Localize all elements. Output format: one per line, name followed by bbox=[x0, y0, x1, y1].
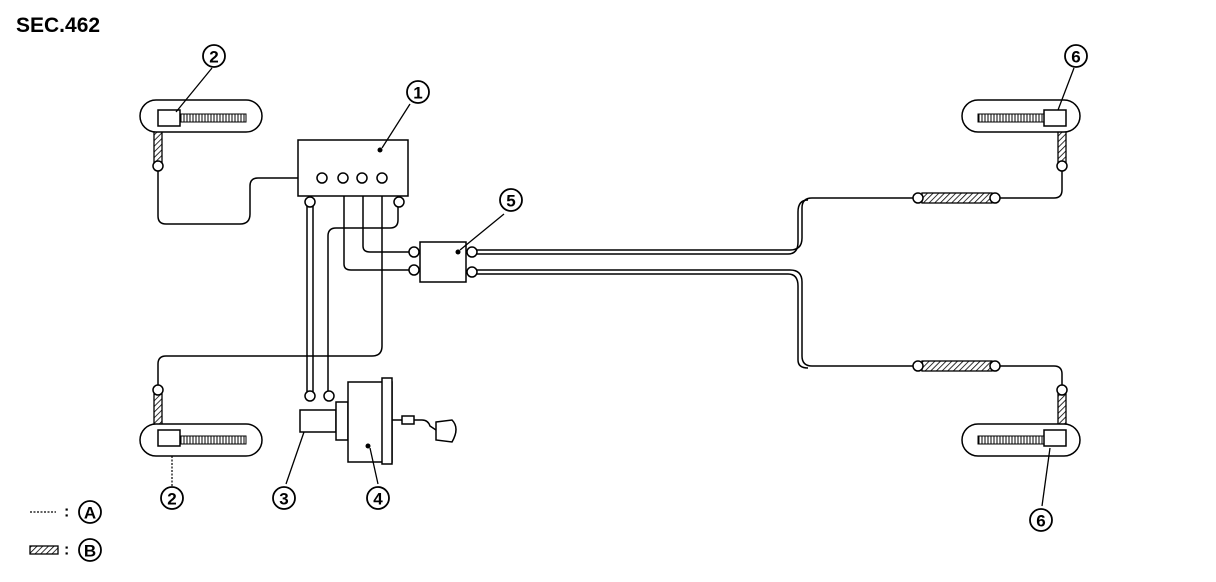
hose-rear-upper bbox=[921, 192, 993, 204]
section-code: SEC.462 bbox=[16, 14, 101, 37]
front-brake-upper bbox=[139, 99, 263, 133]
callout-3: 3 bbox=[272, 486, 296, 510]
callout-5: 5 bbox=[499, 188, 523, 212]
legend: : A : B bbox=[29, 500, 102, 562]
callout-4: 4 bbox=[366, 486, 390, 510]
callout-1-label: 1 bbox=[413, 84, 422, 103]
legend-item-b: : B bbox=[29, 538, 102, 562]
callout-leaders bbox=[171, 67, 1075, 507]
rear-brake-lower bbox=[961, 423, 1081, 457]
callout-4-label: 4 bbox=[373, 490, 383, 509]
legend-hose-symbol bbox=[29, 545, 59, 555]
legend-b-letter: B bbox=[84, 542, 96, 561]
abs-actuator-unit bbox=[297, 139, 409, 197]
hose-front-left-bottom bbox=[153, 393, 163, 429]
legend-a-separator: : bbox=[64, 504, 69, 521]
callout-6-bottom: 6 bbox=[1029, 508, 1053, 532]
rear-brake-upper bbox=[961, 99, 1081, 133]
brake-booster bbox=[347, 377, 457, 465]
callout-6-top: 6 bbox=[1064, 44, 1088, 68]
callout-2-bottom-label: 2 bbox=[167, 490, 176, 509]
pipe-fittings bbox=[152, 160, 1068, 402]
callout-3-label: 3 bbox=[279, 490, 288, 509]
callout-6-bottom-label: 6 bbox=[1036, 512, 1045, 531]
proportioning-valve bbox=[419, 241, 467, 283]
callout-6-top-label: 6 bbox=[1071, 48, 1080, 67]
legend-b-separator: : bbox=[64, 542, 69, 559]
hose-rear-right-bottom bbox=[1057, 393, 1067, 429]
callout-5-label: 5 bbox=[506, 192, 515, 211]
brake-hoses bbox=[153, 123, 1067, 429]
callout-2-bottom: 2 bbox=[160, 486, 184, 510]
callout-1: 1 bbox=[406, 80, 430, 104]
legend-item-a: : A bbox=[30, 500, 102, 524]
brake-pipes bbox=[157, 170, 1063, 392]
legend-a-letter: A bbox=[84, 504, 96, 523]
callout-2-top-label: 2 bbox=[209, 48, 218, 67]
callout-2-top: 2 bbox=[202, 44, 226, 68]
front-brake-lower bbox=[139, 423, 263, 457]
master-cylinder bbox=[299, 401, 349, 441]
hose-rear-lower bbox=[921, 360, 993, 372]
